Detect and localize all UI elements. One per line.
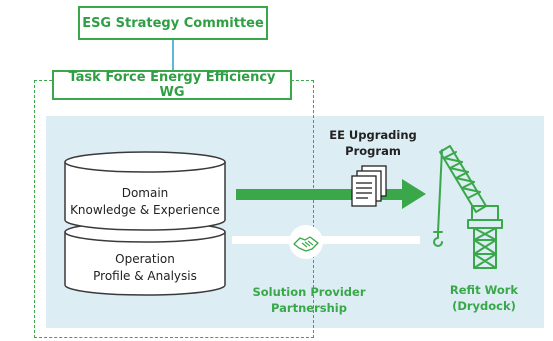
task-force-box: Task Force Energy Efficiency WG	[52, 70, 292, 100]
partnership-line2: Partnership	[271, 301, 347, 315]
cylinder-bottom-line1: Operation	[115, 252, 175, 266]
esg-committee-label: ESG Strategy Committee	[82, 15, 264, 31]
cylinder-top-line1: Domain	[121, 186, 169, 200]
cylinder-top-shape	[64, 151, 226, 231]
green-arrow	[236, 179, 426, 209]
program-label: EE Upgrading Program	[318, 127, 428, 159]
partnership-bar	[232, 236, 420, 244]
partnership-label: Solution Provider Partnership	[246, 284, 372, 316]
cylinder-top-text: Domain Knowledge & Experience	[65, 185, 225, 219]
refit-line2: (Drydock)	[452, 299, 516, 313]
refit-label: Refit Work (Drydock)	[436, 282, 532, 314]
crane-icon	[433, 145, 503, 269]
program-line1: EE Upgrading	[329, 128, 417, 142]
cylinder-bottom-line2: Profile & Analysis	[93, 269, 197, 283]
partnership-line1: Solution Provider	[252, 285, 366, 299]
cylinder-bottom-text: Operation Profile & Analysis	[65, 251, 225, 285]
refit-line1: Refit Work	[449, 283, 519, 297]
esg-committee-box: ESG Strategy Committee	[78, 6, 268, 40]
program-line2: Program	[345, 144, 401, 158]
documents-icon	[351, 165, 387, 207]
connector-line	[172, 40, 174, 71]
handshake-icon	[289, 225, 323, 259]
database-cylinders	[64, 151, 226, 296]
cylinder-top-line2: Knowledge & Experience	[70, 203, 220, 217]
task-force-label: Task Force Energy Efficiency WG	[68, 70, 276, 100]
